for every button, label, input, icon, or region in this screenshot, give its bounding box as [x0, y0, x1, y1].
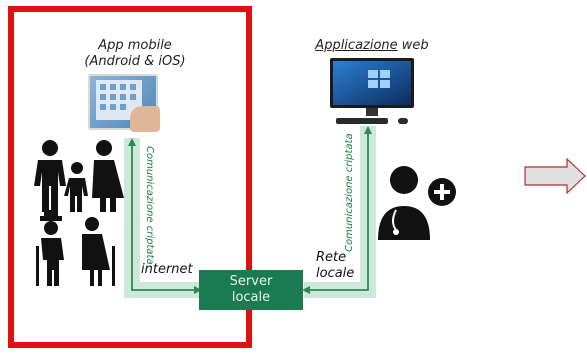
family-icon [34, 140, 124, 286]
doctor-icon [378, 166, 456, 240]
rete-line1: Rete [316, 250, 347, 265]
web-label-underlined: Applicazione [315, 38, 398, 53]
rete-locale-label: Rete locale [316, 250, 354, 282]
left-comm-label: Comunicazione criptata [144, 146, 155, 265]
left-connector [124, 138, 202, 298]
app-mobile-label: App mobile (Android & iOS) [80, 38, 190, 70]
elderly-couple-icon [36, 210, 115, 286]
rete-line2: locale [316, 266, 355, 281]
right-connector [302, 126, 376, 298]
server-line2: locale [231, 290, 271, 305]
right-comm-label: Comunicazione criptata [344, 133, 355, 252]
desktop-monitor-image [330, 58, 414, 124]
server-box: Server locale [199, 270, 303, 310]
highlight-frame [8, 6, 252, 348]
internet-label: internet [141, 262, 193, 277]
tablet-hand-image [88, 74, 160, 132]
right-arrow-icon [524, 158, 586, 194]
app-label-line2: (Android & iOS) [84, 54, 186, 69]
app-label-line1: App mobile [98, 38, 172, 53]
web-app-label: Applicazione web [312, 38, 432, 53]
web-label-rest: web [397, 38, 429, 53]
server-line1: Server [229, 274, 273, 289]
